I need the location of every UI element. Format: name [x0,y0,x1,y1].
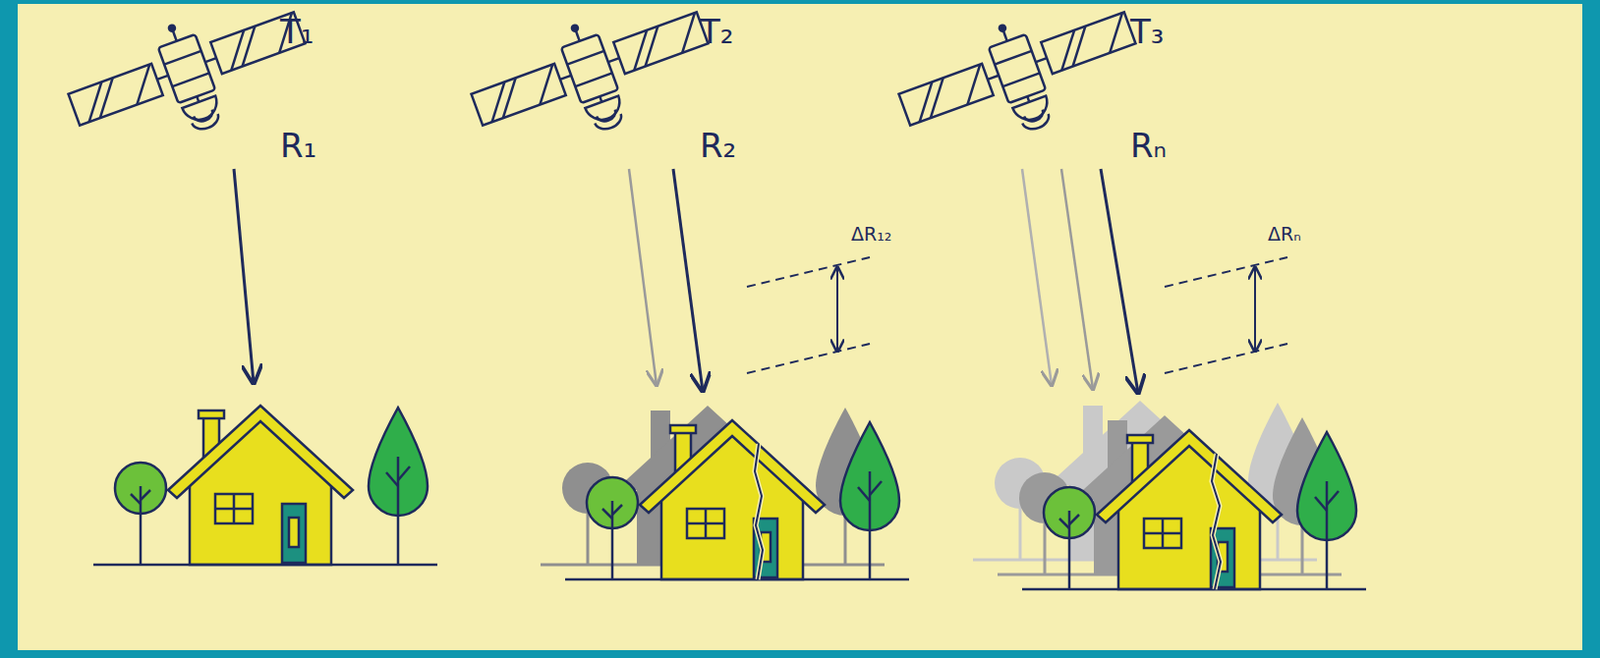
previous-range-arrow [1022,169,1052,386]
time-label: T₂ [699,13,734,51]
time-label: T₁ [280,13,314,51]
range-arrow [233,169,254,384]
previous-range-arrow [628,169,657,386]
range-label: Rₙ [1130,127,1167,165]
crack [754,444,763,580]
crack [754,444,763,580]
house-scene [565,420,910,580]
satellite [57,0,321,170]
range-difference-label: ΔR₁₂ [851,224,892,245]
range-difference [746,257,1288,374]
range-arrow [673,169,703,392]
range-label: R₁ [280,127,317,165]
house-scene [93,405,438,566]
range-label: R₂ [699,127,737,165]
range-arrow [1100,169,1139,394]
crack [1211,454,1221,590]
range-difference-label: ΔRₙ [1267,224,1302,245]
satellite [888,0,1151,170]
house-scene [1022,430,1367,590]
time-label: T₃ [1130,13,1164,51]
crack [1211,454,1221,590]
satellite [460,0,724,170]
previous-range-arrow [1061,169,1093,390]
